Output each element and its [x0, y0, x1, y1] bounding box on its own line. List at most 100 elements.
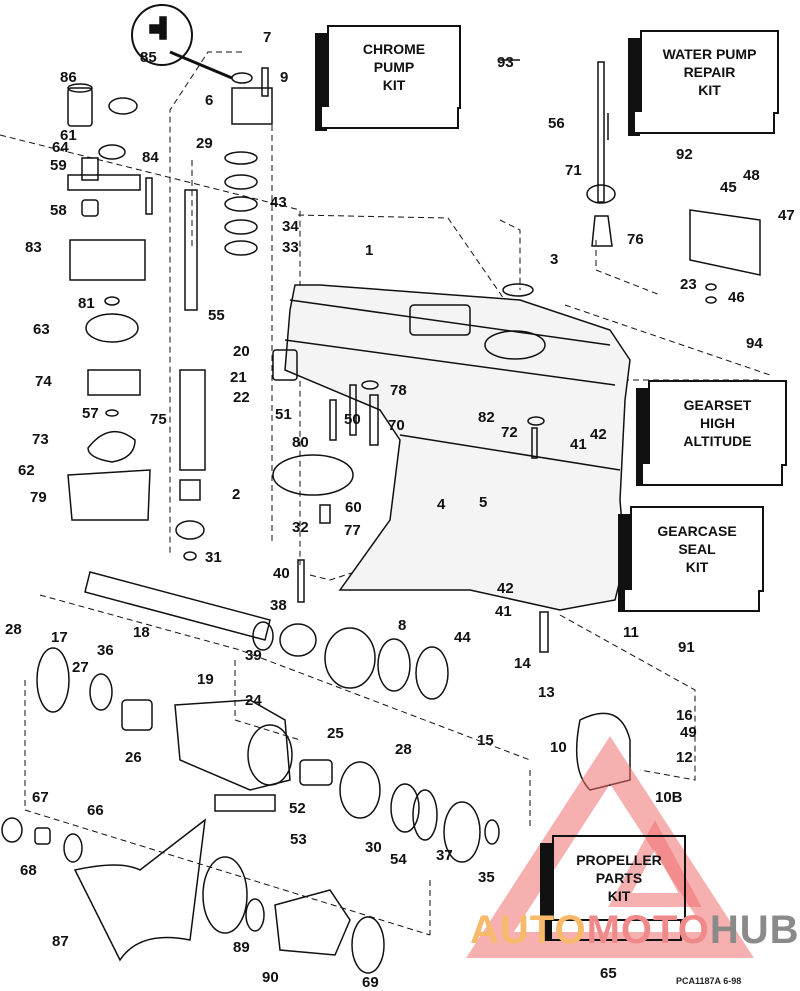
- kit-box-gearcase-seal: GEARCASE SEAL KIT: [618, 506, 782, 616]
- part-callout: 52: [289, 800, 306, 817]
- kit-text: KIT: [382, 77, 406, 93]
- part-callout: 28: [5, 621, 22, 638]
- part-callout: 22: [233, 389, 250, 406]
- watermark-logo: AUTOMOTOHUB: [470, 908, 800, 953]
- kit-number: 65: [600, 965, 617, 982]
- part-callout: 12: [676, 749, 693, 766]
- part-callout: 77: [344, 522, 361, 539]
- watermark-text: AUTO: [470, 908, 587, 952]
- kit-number: 92: [676, 146, 693, 163]
- part-callout: 28: [395, 741, 412, 758]
- part-callout: 21: [230, 369, 247, 386]
- part-callout: 20: [233, 343, 250, 360]
- part-callout: 71: [565, 162, 582, 179]
- part-callout: 38: [270, 597, 287, 614]
- kit-box-water-pump: WATER PUMP REPAIR KIT: [628, 30, 798, 140]
- part-callout: 84: [142, 149, 159, 166]
- watermark-text: HUB: [709, 908, 800, 952]
- part-callout: 74: [35, 373, 52, 390]
- kit-box-propeller-parts: PROPELLER PARTS KIT: [540, 835, 690, 945]
- part-callout: 42: [497, 580, 514, 597]
- kit-text: KIT: [698, 82, 721, 98]
- part-callout: 51: [275, 406, 292, 423]
- kit-text: PROPELLER: [576, 852, 662, 868]
- part-callout: 43: [270, 194, 287, 211]
- part-callout: 18: [133, 624, 150, 641]
- part-callout: 81: [78, 295, 95, 312]
- part-callout: 68: [20, 862, 37, 879]
- part-callout: 7: [263, 29, 272, 46]
- part-callout: 41: [570, 436, 587, 453]
- part-callout: 58: [50, 202, 67, 219]
- part-callout: 30: [365, 839, 382, 856]
- part-callout: 75: [150, 411, 167, 428]
- part-callout: 86: [60, 69, 77, 86]
- kit-text: ALTITUDE: [683, 433, 752, 449]
- part-callout: 23: [680, 276, 697, 293]
- part-callout: 61: [60, 127, 77, 144]
- part-callout: 34: [282, 218, 299, 235]
- part-callout: 24: [245, 692, 262, 709]
- kit-text: KIT: [685, 559, 709, 575]
- part-callout: 15: [477, 732, 494, 749]
- part-callout: 8: [398, 617, 407, 634]
- part-callout: 56: [548, 115, 565, 132]
- part-callout: 25: [327, 725, 344, 742]
- sealant-symbol-icon: [131, 4, 193, 66]
- part-callout: 63: [33, 321, 50, 338]
- part-callout: 11: [623, 624, 639, 641]
- part-callout: 46: [728, 289, 745, 306]
- part-callout: 53: [290, 831, 307, 848]
- part-callout: 1: [365, 242, 374, 259]
- kit-text: PUMP: [373, 59, 415, 75]
- part-callout: 76: [627, 231, 644, 248]
- part-callout: 70: [388, 417, 405, 434]
- part-callout: 85: [140, 49, 157, 66]
- part-callout: 35: [478, 869, 495, 886]
- part-callout: 59: [50, 157, 67, 174]
- kit-box-chrome-pump: CHROME PUMP KIT: [315, 25, 465, 135]
- part-callout: 31: [205, 549, 222, 566]
- part-callout: 39: [245, 647, 262, 664]
- part-callout: 62: [18, 462, 35, 479]
- part-callout: 33: [282, 239, 299, 256]
- part-callout: 41: [495, 603, 512, 620]
- part-callout: 73: [32, 431, 49, 448]
- part-callout: 29: [196, 135, 213, 152]
- part-callout: 45: [720, 179, 737, 196]
- part-callout: 69: [362, 974, 379, 991]
- kit-number: 94: [746, 335, 763, 352]
- part-callout: 60: [345, 499, 362, 516]
- part-callout: 55: [208, 307, 225, 324]
- part-callout: 37: [436, 847, 453, 864]
- part-callout: 32: [292, 519, 309, 536]
- part-callout: 57: [82, 405, 99, 422]
- part-callout: 87: [52, 933, 69, 950]
- kit-text: REPAIR: [683, 64, 736, 80]
- part-callout: 14: [514, 655, 531, 672]
- part-callout: 83: [25, 239, 42, 256]
- part-callout: 42: [590, 426, 607, 443]
- kit-text: HIGH: [700, 415, 735, 431]
- part-callout: 89: [233, 939, 250, 956]
- kit-text: CHROME: [362, 41, 426, 57]
- part-callout: 50: [344, 411, 361, 428]
- part-callout: 48: [743, 167, 760, 184]
- part-callout: 27: [72, 659, 89, 676]
- part-callout: 10: [550, 739, 567, 756]
- kit-text: KIT: [607, 888, 631, 904]
- part-callout: 79: [30, 489, 47, 506]
- part-callout: 9: [280, 69, 289, 86]
- part-callout: 26: [125, 749, 142, 766]
- kit-text: GEARSET: [683, 397, 752, 413]
- part-callout: 90: [262, 969, 279, 986]
- part-callout: 54: [390, 851, 407, 868]
- part-callout: 67: [32, 789, 49, 806]
- part-callout: 47: [778, 207, 795, 224]
- part-callout: 72: [501, 424, 518, 441]
- kit-box-gearset: GEARSET HIGH ALTITUDE: [636, 380, 800, 490]
- part-callout: 66: [87, 802, 104, 819]
- kit-text: GEARCASE: [657, 523, 737, 539]
- kit-number: 93: [497, 54, 514, 71]
